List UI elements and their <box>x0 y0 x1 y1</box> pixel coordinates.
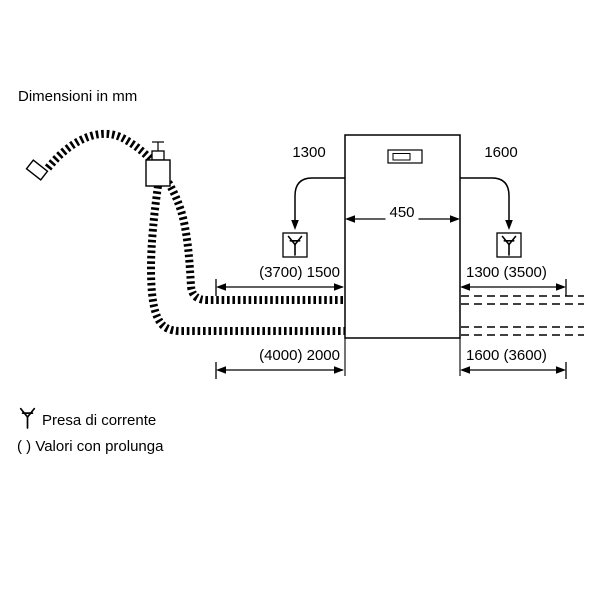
bottom-right-dimension <box>459 338 567 379</box>
hose-end-cap <box>25 159 49 181</box>
water-tap-box <box>145 159 171 187</box>
dim-label-top-left: 1300 <box>292 144 326 161</box>
left-plug-leader <box>282 177 345 258</box>
dim-label-bottom-right: 1600 (3600) <box>466 347 547 364</box>
legend-plug-label: Presa di corrente <box>42 412 157 429</box>
dim-label-bottom-left: (4000) 2000 <box>259 347 340 364</box>
appliance-outline <box>344 134 461 339</box>
dim-label-mid-right: 1300 (3500) <box>466 264 547 281</box>
tap-connector <box>151 150 165 161</box>
dim-label-mid-left: (3700) 1500 <box>259 264 340 281</box>
legend-brackets-label: ( ) Valori con prolunga <box>17 438 164 455</box>
mid-right-dimension <box>460 279 567 296</box>
page-title: Dimensioni in mm <box>18 88 138 105</box>
power-plug-icon <box>19 407 36 429</box>
dim-label-top-right: 1600 <box>484 144 518 161</box>
right-dashed-hoses <box>461 295 584 336</box>
supply-hose-corrugated <box>145 141 346 335</box>
mid-left-dimension <box>215 279 344 296</box>
bottom-left-dimension <box>215 338 346 379</box>
dim-label-appliance-width: 450 <box>385 204 419 221</box>
display-window <box>392 153 411 161</box>
right-plug-leader <box>460 177 522 258</box>
drain-hose-corrugated <box>25 129 346 304</box>
